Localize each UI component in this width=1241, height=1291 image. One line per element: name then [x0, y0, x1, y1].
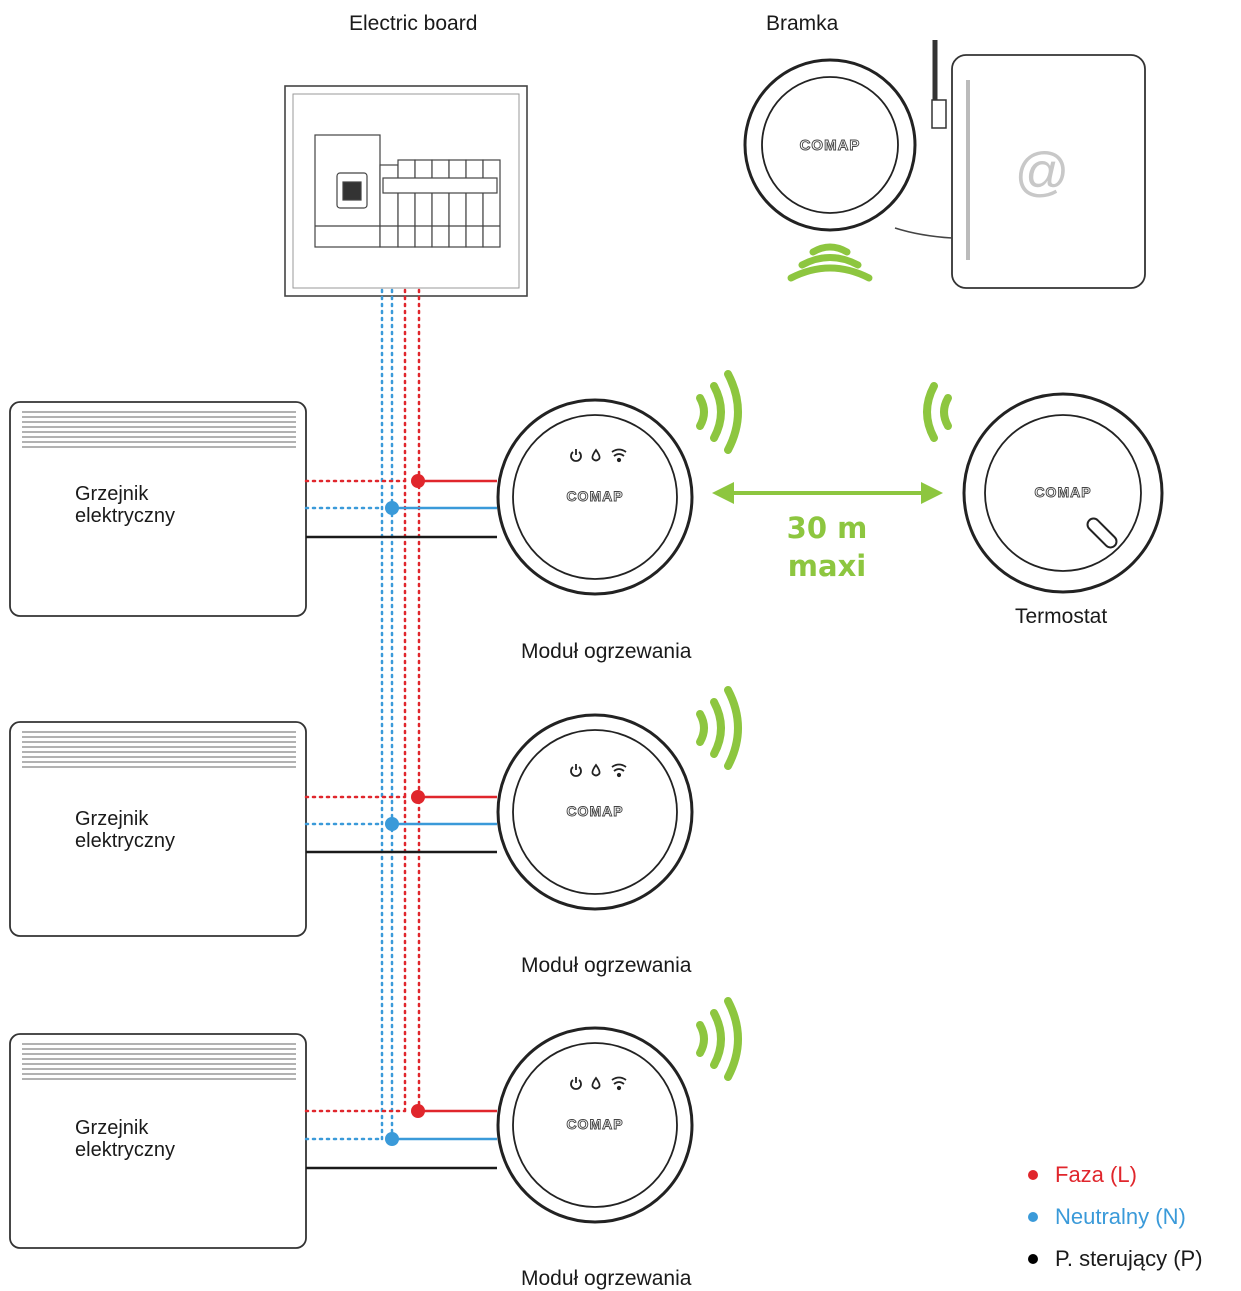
thermostat-label: Termostat: [1015, 605, 1108, 628]
heater-1: [9, 401, 307, 617]
neutral-junction: [385, 817, 399, 831]
neutral-dot-icon: [1028, 1212, 1038, 1222]
phase-dot-icon: [1028, 1170, 1038, 1180]
heater-2-label-line2: elektryczny: [75, 830, 176, 852]
legend-item-neutral: Neutralny (N): [1028, 1202, 1186, 1232]
electric-board-label: Electric board: [349, 12, 478, 35]
branch-wires-2: [304, 790, 497, 854]
phase-junction: [411, 1104, 425, 1118]
distance-value: 30 m: [787, 511, 868, 545]
module-brand: COMAP: [566, 1116, 623, 1132]
heating-module-1: COMAP: [496, 370, 742, 596]
heater-1-label: Grzejnik elektryczny: [75, 483, 175, 527]
branch-wires-3: [304, 1104, 497, 1170]
trunk-wires: [380, 288, 421, 1142]
signal-icon: [923, 382, 952, 442]
router-at-icon: @: [1015, 142, 1070, 202]
neutral-junction: [385, 501, 399, 515]
neutral-junction: [385, 1132, 399, 1146]
heater-2-label-line1: Grzejnik: [75, 808, 149, 830]
legend-item-pilot: P. sterujący (P): [1028, 1244, 1203, 1274]
legend-phase-label: Faza (L): [1055, 1162, 1137, 1187]
heater-3-label-line2: elektryczny: [75, 1139, 176, 1161]
signal-icon: [696, 370, 742, 454]
electric-board: [284, 85, 528, 297]
heater-3-label-line1: Grzejnik: [75, 1117, 149, 1139]
module-1-label: Moduł ogrzewania: [521, 640, 692, 663]
gateway-label: Bramka: [766, 12, 839, 35]
module-status-icons: [570, 448, 627, 463]
gateway-device: COMAP: [743, 58, 917, 282]
heating-module-3: COMAP: [496, 997, 742, 1224]
branch-wires-1: [304, 474, 497, 539]
internet-router: @: [894, 40, 1146, 289]
distance-arrow: 30 m maxi: [712, 482, 943, 583]
heater-3: [9, 1033, 307, 1249]
legend-neutral-label: Neutralny (N): [1055, 1204, 1186, 1229]
pilot-dot-icon: [1028, 1254, 1038, 1264]
module-status-icons: [570, 1076, 627, 1091]
heater-3-label: Grzejnik elektryczny: [75, 1117, 175, 1161]
signal-icon: [696, 686, 742, 770]
gateway-brand: COMAP: [800, 137, 861, 154]
signal-icon: [696, 997, 742, 1081]
distance-unit: maxi: [788, 549, 866, 583]
legend-pilot-label: P. sterujący (P): [1055, 1246, 1203, 1271]
heater-2-label: Grzejnik elektryczny: [75, 808, 175, 852]
legend-item-phase: Faza (L): [1028, 1160, 1137, 1190]
module-brand: COMAP: [566, 803, 623, 819]
module-3-label: Moduł ogrzewania: [521, 1267, 692, 1290]
heater-1-label-line1: Grzejnik: [75, 483, 149, 505]
circuit-breakers: [314, 134, 501, 248]
heater-1-label-line2: elektryczny: [75, 505, 176, 527]
module-2-label: Moduł ogrzewania: [521, 954, 692, 977]
thermostat-device: COMAP: [923, 382, 1164, 594]
thermostat-brand: COMAP: [1034, 484, 1091, 500]
heating-module-2: COMAP: [496, 686, 742, 911]
thermostat-knob-icon: [1086, 517, 1118, 549]
module-brand: COMAP: [566, 488, 623, 504]
phase-junction: [411, 790, 425, 804]
heater-2: [9, 721, 307, 937]
module-status-icons: [570, 763, 627, 778]
phase-junction: [411, 474, 425, 488]
gateway-signal-icon: [787, 243, 873, 282]
